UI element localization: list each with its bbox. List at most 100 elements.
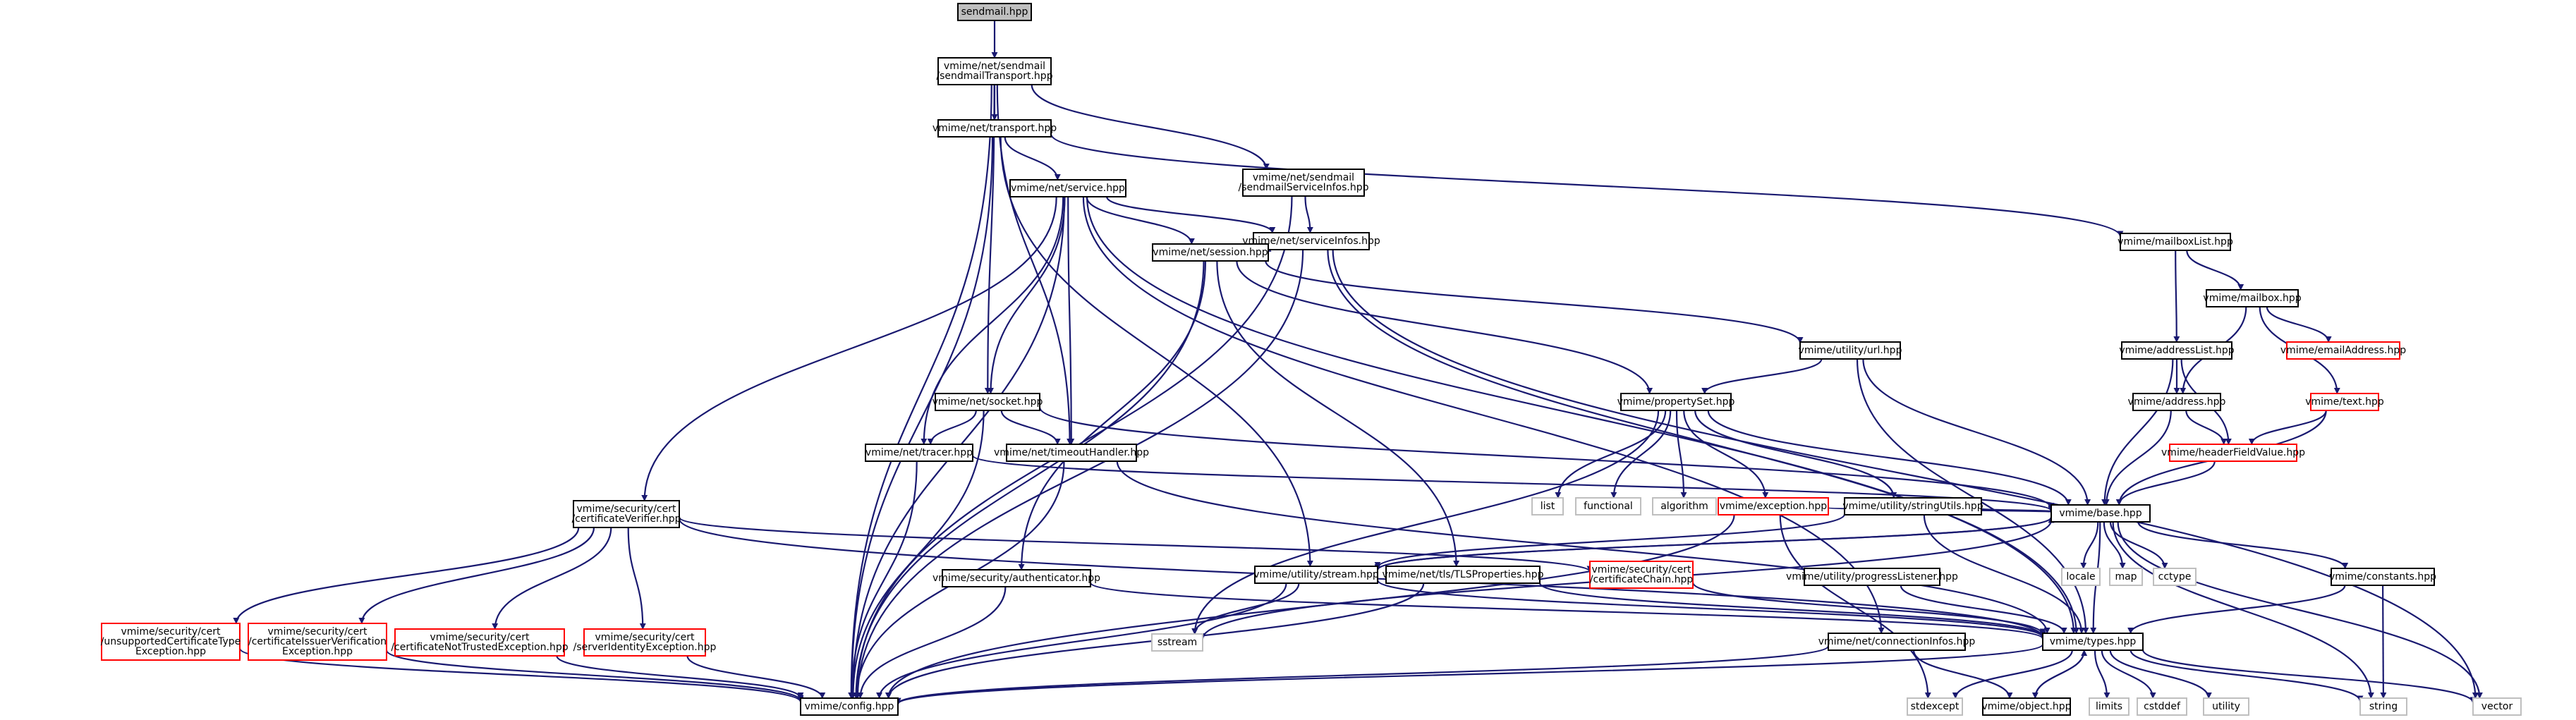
node-session[interactable]: vmime/net/session.hpp (1152, 243, 1269, 262)
edge-stream-to-config (876, 582, 1287, 699)
node-headerfieldvalue[interactable]: vmime/headerFieldValue.hpp (2161, 444, 2305, 462)
node-transport[interactable]: vmime/net/transport.hpp (932, 119, 1057, 138)
node-label: /certificateVerifier.hpp (571, 513, 681, 525)
node-unsupported[interactable]: vmime/security/cert/unsupportedCertifica… (101, 623, 241, 661)
node-label: vmime/headerFieldValue.hpp (2161, 447, 2305, 458)
node-label: /serverIdentityException.hpp (573, 642, 717, 653)
node-serveridentity[interactable]: vmime/security/cert/serverIdentityExcept… (573, 628, 717, 657)
node-authenticator[interactable]: vmime/security/authenticator.hpp (932, 569, 1100, 587)
node-service[interactable]: vmime/net/service.hpp (1009, 179, 1126, 197)
node-box (800, 697, 899, 716)
node-stdexcept: stdexcept (1907, 697, 1963, 716)
node-config[interactable]: vmime/config.hpp (800, 697, 899, 716)
node-url[interactable]: vmime/utility/url.hpp (1799, 341, 1902, 360)
node-box (2286, 341, 2400, 360)
node-label: functional (1584, 501, 1633, 512)
node-layer: sendmail.hpp vmime/net/sendmail/sendmailT… (101, 3, 2522, 716)
node-box (2121, 341, 2232, 360)
edge-tlsprops-to-types (1538, 582, 2046, 637)
node-sendmail[interactable]: sendmail.hpp (957, 3, 1032, 21)
node-nottrusted[interactable]: vmime/security/cert/certificateNotTruste… (391, 628, 569, 657)
node-propertyset[interactable]: vmime/propertySet.hpp (1617, 393, 1735, 411)
node-exception[interactable]: vmime/exception.hpp (1718, 497, 1829, 515)
edge-socket-to-tracer (927, 410, 977, 445)
edge-base-to-cctype (2109, 521, 2168, 569)
node-transport_sm[interactable]: vmime/net/sendmail/sendmailTransport.hpp (936, 57, 1053, 85)
edge-serviceinfos-to-vector (1332, 249, 2479, 699)
node-label: vmime/constants.hpp (2329, 571, 2436, 582)
node-box (1620, 393, 1732, 411)
node-label: vmime/base.hpp (2059, 508, 2141, 519)
node-label: /sendmailServiceInfos.hpp (1238, 182, 1368, 193)
node-label: vmime/net/sendmail (944, 61, 1045, 72)
node-label: vmime/addressList.hpp (2119, 345, 2234, 356)
node-certchain[interactable]: vmime/security/cert/certificateChain.hpp (1589, 561, 1694, 589)
node-box (1006, 444, 1137, 462)
node-label: vmime/types.hpp (2050, 636, 2137, 647)
node-box (937, 119, 1052, 138)
edge-certverifier-to-unsupported (233, 527, 580, 624)
edge-types-to-string (2130, 649, 2364, 702)
node-socket[interactable]: vmime/net/socket.hpp (932, 393, 1043, 411)
node-box (1385, 566, 1541, 584)
node-label: stdexcept (1911, 701, 1960, 712)
node-emailaddress[interactable]: vmime/emailAddress.hpp (2280, 341, 2406, 360)
node-mailboxlist[interactable]: vmime/mailboxList.hpp (2118, 233, 2233, 251)
node-constants[interactable]: vmime/constants.hpp (2329, 568, 2436, 586)
node-label: vmime/net/service.hpp (1011, 183, 1125, 194)
node-tracer[interactable]: vmime/net/tracer.hpp (865, 444, 973, 462)
node-label: vmime/utility/stringUtils.hpp (1842, 501, 1983, 512)
node-label: limits (2096, 701, 2122, 712)
node-smserviceinfos[interactable]: vmime/net/sendmail/sendmailServiceInfos.… (1238, 169, 1369, 197)
node-box (1844, 497, 1982, 515)
node-mailbox[interactable]: vmime/mailbox.hpp (2203, 289, 2302, 307)
node-label: vmime/net/tls/TLSProperties.hpp (1383, 569, 1544, 580)
node-tlsprops[interactable]: vmime/net/tls/TLSProperties.hpp (1383, 566, 1544, 584)
edge-session-to-config (853, 260, 1205, 699)
node-stringutils[interactable]: vmime/utility/stringUtils.hpp (1842, 497, 1983, 515)
node-label: /sendmailTransport.hpp (936, 71, 1052, 82)
node-label: vmime/emailAddress.hpp (2280, 345, 2406, 356)
node-box (2359, 697, 2407, 716)
edge-certverifier-to-serveridentity (627, 527, 646, 630)
edge-connectioninfos-to-config (894, 645, 1830, 704)
node-connectioninfos[interactable]: vmime/net/connectionInfos.hpp (1818, 633, 1976, 651)
edge-types-to-stdexcept (1952, 649, 2073, 699)
edge-stringutils-to-types (1923, 514, 2085, 634)
node-box (1589, 561, 1694, 589)
node-progress[interactable]: vmime/utility/progressListener.hpp (1786, 568, 1958, 586)
node-stream[interactable]: vmime/utility/stream.hpp (1253, 566, 1379, 584)
edge-base-to-locale (2080, 521, 2099, 569)
node-label: vmime/net/tracer.hpp (865, 447, 973, 458)
node-label: vmime/exception.hpp (1720, 501, 1827, 512)
edge-types-to-cstddef (2101, 649, 2156, 699)
node-label: map (2115, 571, 2137, 582)
edge-types-to-limits (2094, 649, 2110, 699)
node-types[interactable]: vmime/types.hpp (2042, 633, 2144, 651)
edge-url-to-types (1856, 358, 2089, 634)
node-certverifier[interactable]: vmime/security/cert/certificateVerifier.… (571, 500, 681, 528)
node-label: Exception.hpp (282, 646, 353, 657)
node-box (1828, 633, 1966, 651)
node-timeout[interactable]: vmime/net/timeoutHandler.hpp (994, 444, 1149, 462)
edge-certverifier-to-certchain (678, 516, 1593, 573)
node-base[interactable]: vmime/base.hpp (2051, 504, 2151, 523)
node-issuerverif[interactable]: vmime/security/cert/certificateIssuerVer… (248, 623, 387, 661)
node-object[interactable]: vmime/object.hpp (1981, 697, 2072, 716)
edge-propertyset-to-stringutils (1694, 410, 1897, 499)
edge-certverifier-to-nottrusted (492, 527, 612, 630)
node-address[interactable]: vmime/address.hpp (2128, 393, 2226, 411)
node-label: /certificateChain.hpp (1590, 574, 1694, 585)
node-text[interactable]: vmime/text.hpp (2305, 393, 2384, 411)
node-label: locale (2066, 571, 2095, 582)
node-label: vmime/propertySet.hpp (1617, 396, 1735, 408)
node-label: vmime/mailbox.hpp (2203, 293, 2301, 304)
node-addresslist[interactable]: vmime/addressList.hpp (2119, 341, 2235, 360)
edge-address-to-base (2103, 410, 2172, 506)
node-label: vmime/security/authenticator.hpp (932, 573, 1100, 584)
node-serviceinfos[interactable]: vmime/net/serviceInfos.hpp (1242, 232, 1380, 250)
edge-base-to-map (2103, 521, 2126, 569)
edge-connectioninfos-to-object (1912, 649, 2013, 699)
node-box (1652, 497, 1717, 515)
edge-object-to-types (2034, 649, 2088, 699)
